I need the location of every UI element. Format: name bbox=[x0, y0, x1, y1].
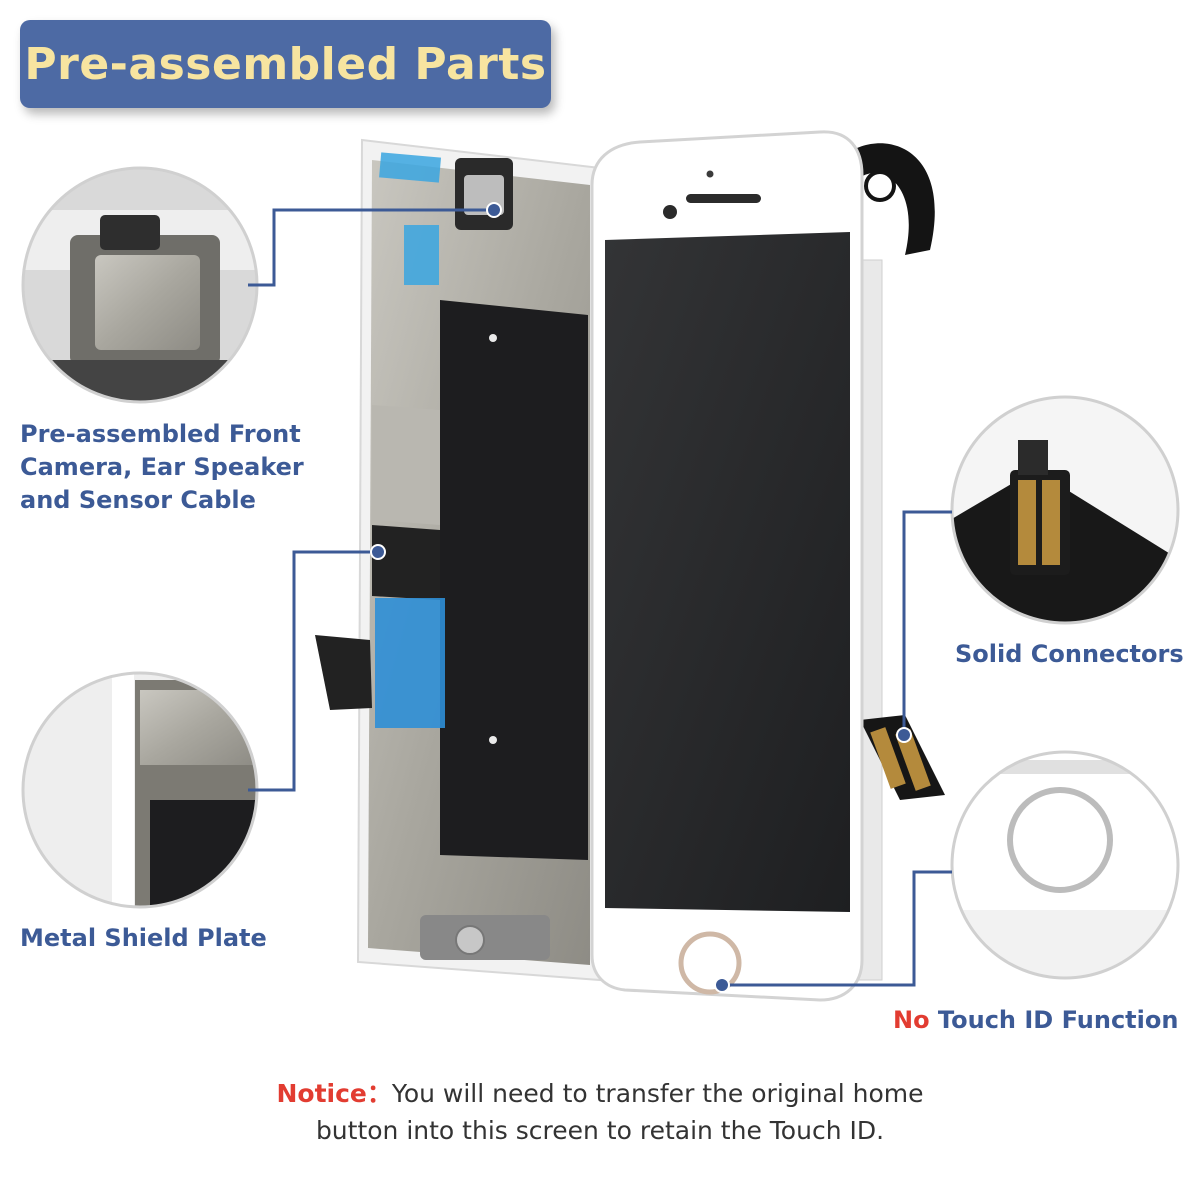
metal-shield-callout: Metal Shield Plate bbox=[20, 922, 267, 955]
touch-id-callout: No Touch ID Function bbox=[893, 1004, 1178, 1037]
notice-line2: button into this screen to retain the To… bbox=[315, 1116, 885, 1145]
zoom-circle-front-camera bbox=[21, 166, 259, 404]
zoom-circle-home-button bbox=[950, 750, 1180, 980]
front-screen bbox=[590, 130, 945, 1002]
title-banner: Pre-assembled Parts bbox=[20, 20, 551, 108]
notice-line1: You will need to transfer the original h… bbox=[391, 1079, 924, 1108]
zoom-circle-connectors bbox=[950, 395, 1180, 625]
zoom-circle-metal-shield bbox=[21, 671, 259, 909]
metal-shield-label: Metal Shield Plate bbox=[20, 924, 267, 952]
notice-block: Notice：You will need to transfer the ori… bbox=[150, 1075, 1050, 1149]
leader-lines bbox=[248, 208, 952, 987]
touch-id-rest: Touch ID Function bbox=[929, 1006, 1179, 1034]
touch-id-prefix: No bbox=[893, 1006, 930, 1034]
solid-connectors-label: Solid Connectors bbox=[955, 640, 1184, 668]
back-assembly bbox=[315, 138, 601, 982]
notice-line1-row: Notice：You will need to transfer the ori… bbox=[150, 1075, 1050, 1112]
front-camera-callout: Pre-assembled Front Camera, Ear Speaker … bbox=[20, 418, 304, 517]
banner-title: Pre-assembled Parts bbox=[24, 38, 547, 90]
front-camera-line2: Camera, Ear Speaker bbox=[20, 453, 304, 481]
front-camera-line3: and Sensor Cable bbox=[20, 486, 256, 514]
front-camera-line1: Pre-assembled Front bbox=[20, 420, 301, 448]
solid-connectors-callout: Solid Connectors bbox=[955, 638, 1184, 671]
notice-lead: Notice： bbox=[276, 1079, 392, 1108]
leader-dots bbox=[370, 202, 912, 993]
